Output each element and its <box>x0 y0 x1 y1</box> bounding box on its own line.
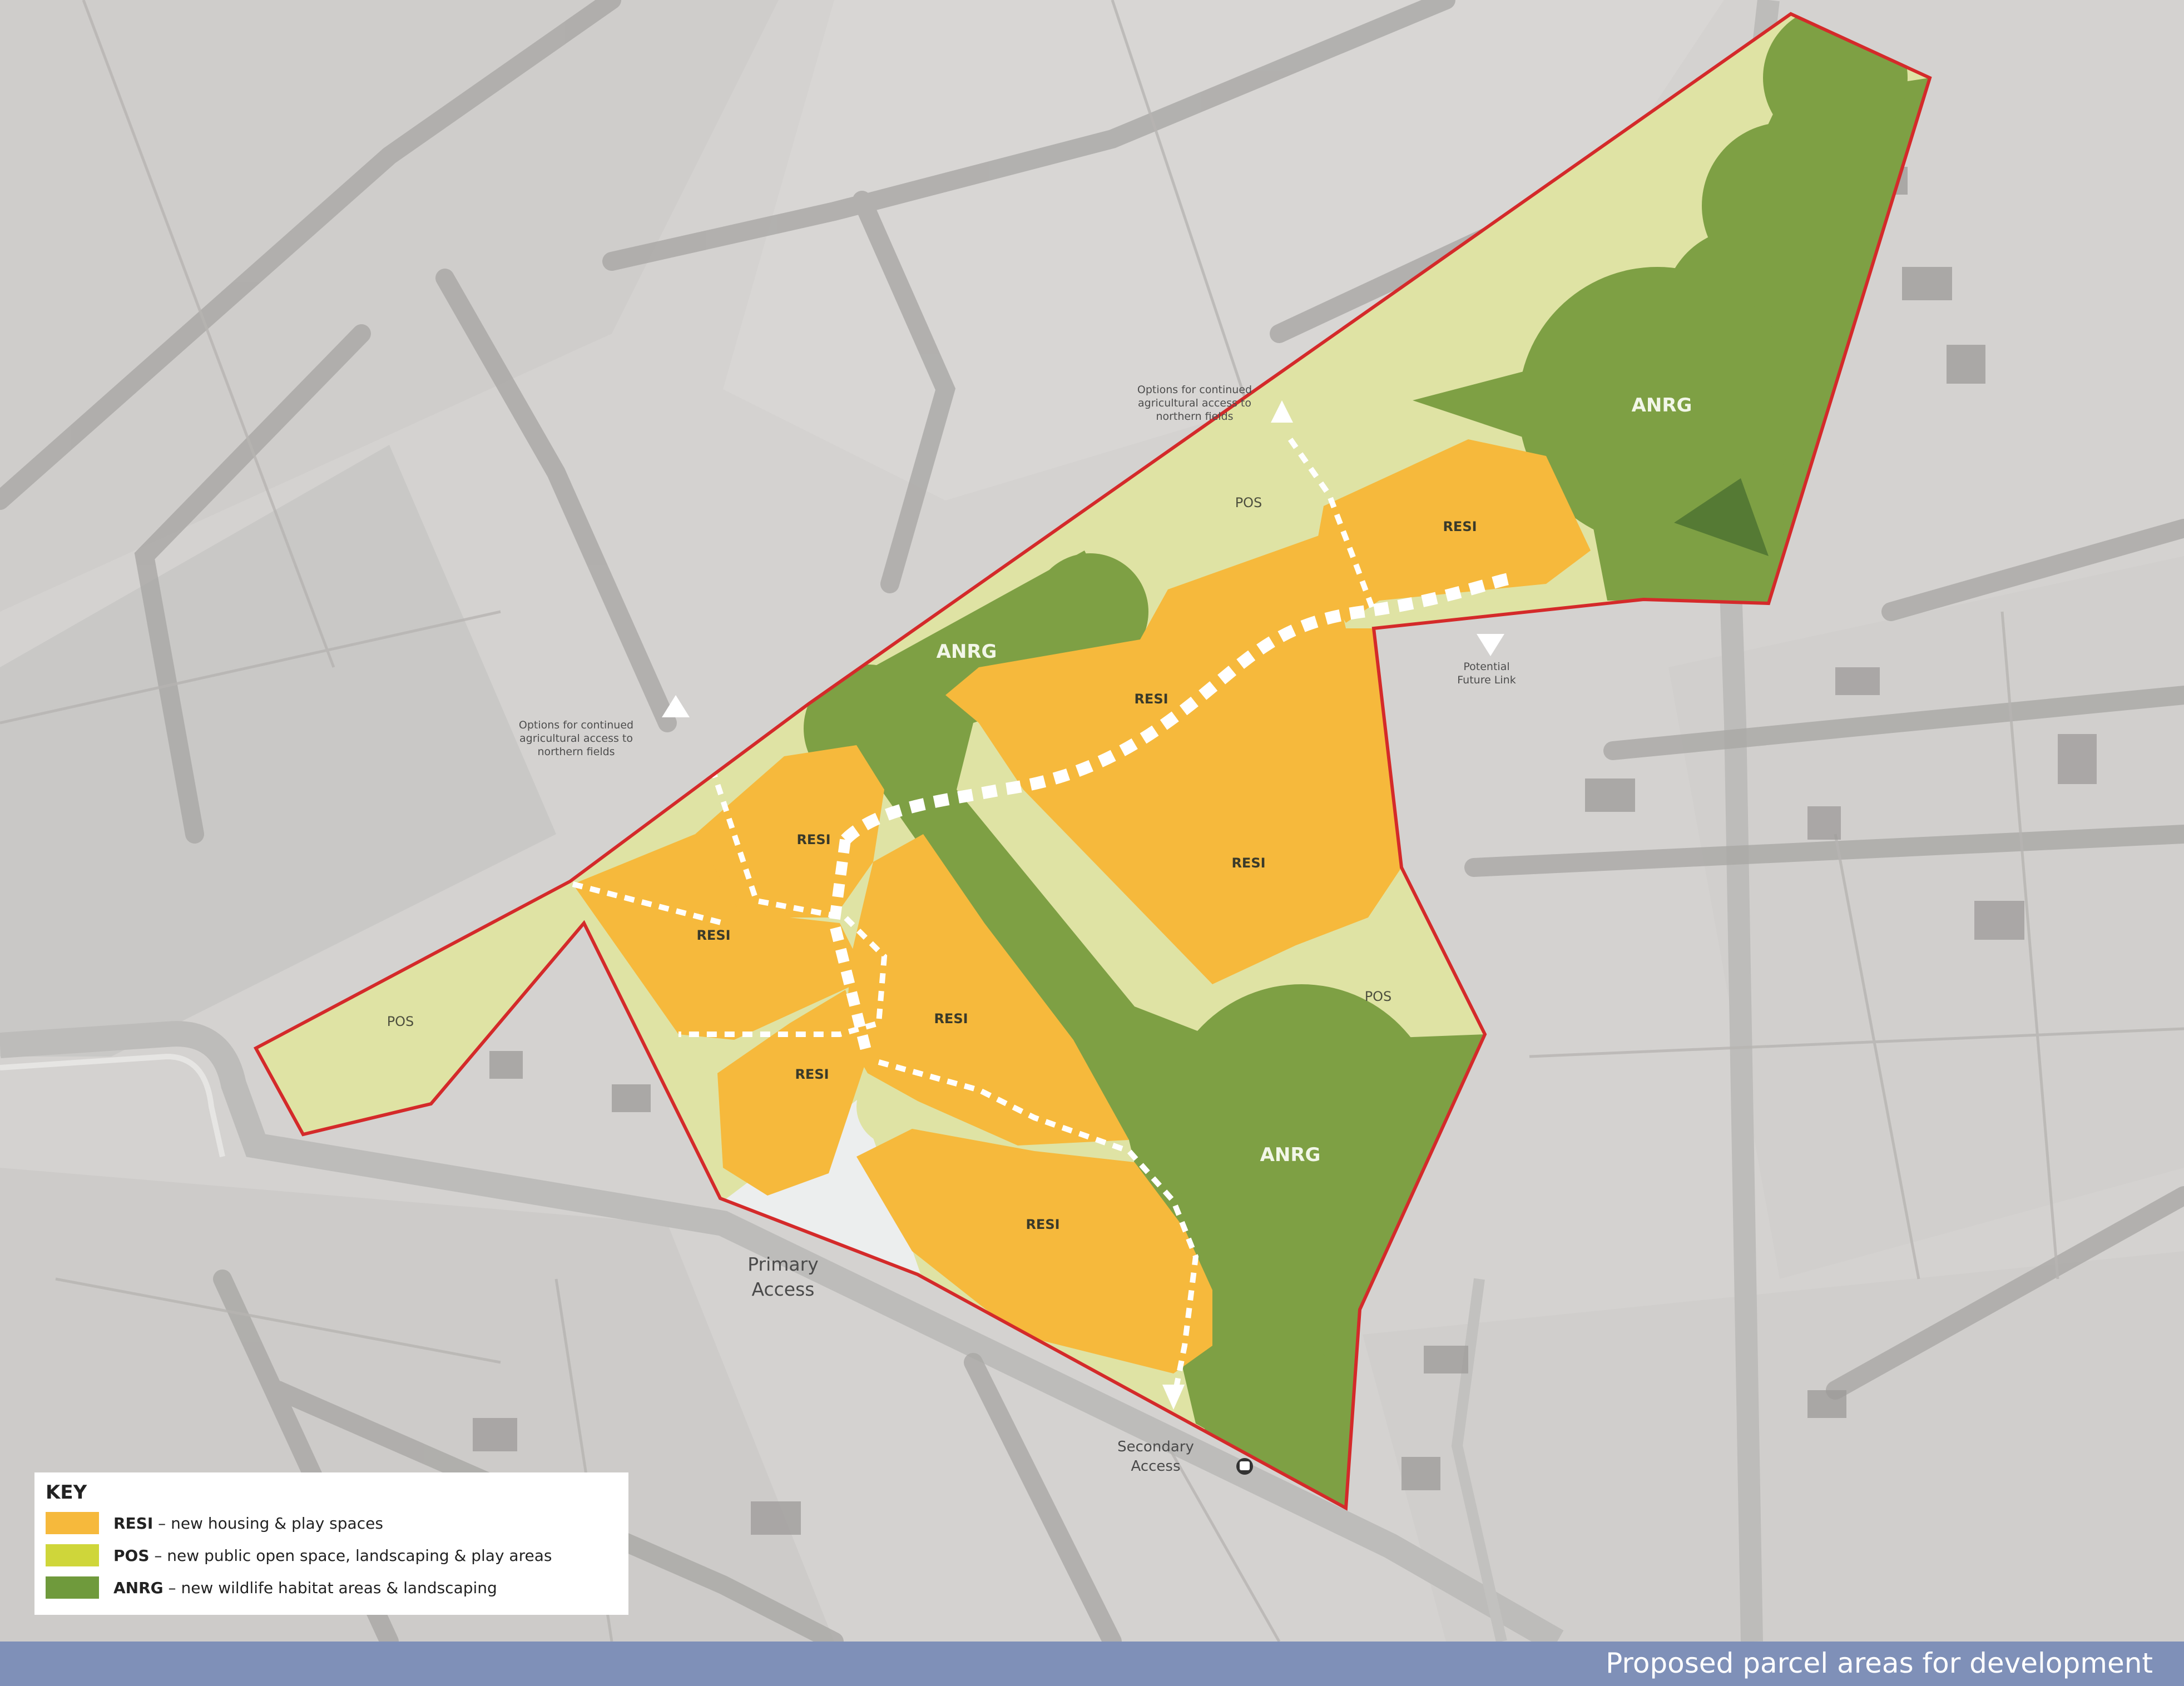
svg-text:Potential: Potential <box>1463 661 1509 673</box>
svg-text:Future Link: Future Link <box>1457 674 1516 686</box>
svg-text:northern fields: northern fields <box>1156 410 1233 423</box>
key-swatch-pos <box>46 1544 99 1566</box>
resi-label-sw: RESI <box>795 1067 829 1082</box>
arrow-down-icon <box>1162 1385 1185 1410</box>
resi-parcel-centre <box>845 834 1129 1146</box>
key-item-resi: RESI – new housing & play spaces <box>46 1507 617 1539</box>
svg-text:Primary: Primary <box>747 1253 819 1275</box>
annotation-ag-access-west: Options for continued agricultural acces… <box>519 719 633 758</box>
key-desc: – new public open space, landscaping & p… <box>149 1546 552 1565</box>
resi-label-centre: RESI <box>934 1011 968 1027</box>
resi-label-east: RESI <box>1231 855 1265 871</box>
footer-caption: Proposed parcel areas for development <box>1606 1647 2153 1679</box>
footpaths <box>572 438 1513 1402</box>
key-item-pos: POS – new public open space, landscaping… <box>46 1539 617 1571</box>
key-swatch-anrg <box>46 1576 99 1599</box>
annotation-ag-access-north: Options for continued agricultural acces… <box>1137 384 1252 423</box>
anrg-label-ne: ANRG <box>1632 394 1692 416</box>
resi-label-ne: RESI <box>1443 519 1477 534</box>
key-title: KEY <box>46 1481 87 1504</box>
bus-stop-icon <box>1236 1458 1253 1475</box>
resi-parcel-north <box>945 534 1401 984</box>
site-boundary <box>253 12 1932 1511</box>
svg-text:agricultural access to: agricultural access to <box>519 732 633 745</box>
key-desc: – new wildlife habitat areas & landscapi… <box>163 1578 497 1597</box>
annotation-primary-access: Primary Access <box>747 1253 819 1300</box>
key-code: ANRG <box>113 1578 164 1597</box>
key-code: RESI <box>113 1514 153 1533</box>
anrg-label-south: ANRG <box>1260 1144 1321 1166</box>
svg-text:Options for continued: Options for continued <box>1137 384 1252 396</box>
svg-text:Access: Access <box>1131 1458 1180 1475</box>
pos-label-west: POS <box>387 1014 414 1029</box>
svg-text:northern fields: northern fields <box>537 746 615 758</box>
pos-label-east: POS <box>1365 989 1392 1004</box>
resi-label-south: RESI <box>1026 1217 1059 1232</box>
resi-label-west: RESI <box>696 928 730 943</box>
arrow-icons <box>662 400 1504 1410</box>
resi-label-north: RESI <box>1134 691 1168 707</box>
anrg-label-north: ANRG <box>937 641 997 663</box>
annotation-future-link: Potential Future Link <box>1457 661 1516 686</box>
key-desc: – new housing & play spaces <box>153 1514 383 1533</box>
annotation-secondary-access: Secondary Access <box>1117 1439 1194 1475</box>
resi-parcels <box>573 439 1591 1373</box>
svg-text:Secondary: Secondary <box>1117 1439 1194 1455</box>
anrg-areas <box>804 14 1930 1508</box>
resi-label-wnw: RESI <box>796 832 830 847</box>
key-item-anrg: ANRG – new wildlife habitat areas & land… <box>46 1571 617 1604</box>
dark-anrg-patch <box>1674 478 1769 556</box>
pos-label-north: POS <box>1235 495 1262 510</box>
resi-parcel-west <box>573 834 868 1040</box>
key-swatch-resi <box>46 1512 99 1534</box>
footer-band: Proposed parcel areas for development <box>0 1642 2184 1686</box>
map-key: KEY RESI – new housing & play spaces POS… <box>34 1472 628 1615</box>
access-area <box>723 1098 920 1273</box>
svg-text:agricultural access to: agricultural access to <box>1138 397 1251 409</box>
key-code: POS <box>113 1546 150 1565</box>
svg-text:Options for continued: Options for continued <box>519 719 633 731</box>
arrow-down-icon <box>1477 634 1504 656</box>
arrow-up-icon <box>662 695 690 717</box>
resi-parcel-ne <box>1313 439 1591 623</box>
arrow-up-icon <box>1271 400 1293 423</box>
svg-text:Access: Access <box>752 1278 815 1300</box>
site-zones <box>256 14 1930 1508</box>
resi-parcel-south <box>856 1129 1212 1373</box>
resi-parcel-sw <box>717 990 868 1196</box>
